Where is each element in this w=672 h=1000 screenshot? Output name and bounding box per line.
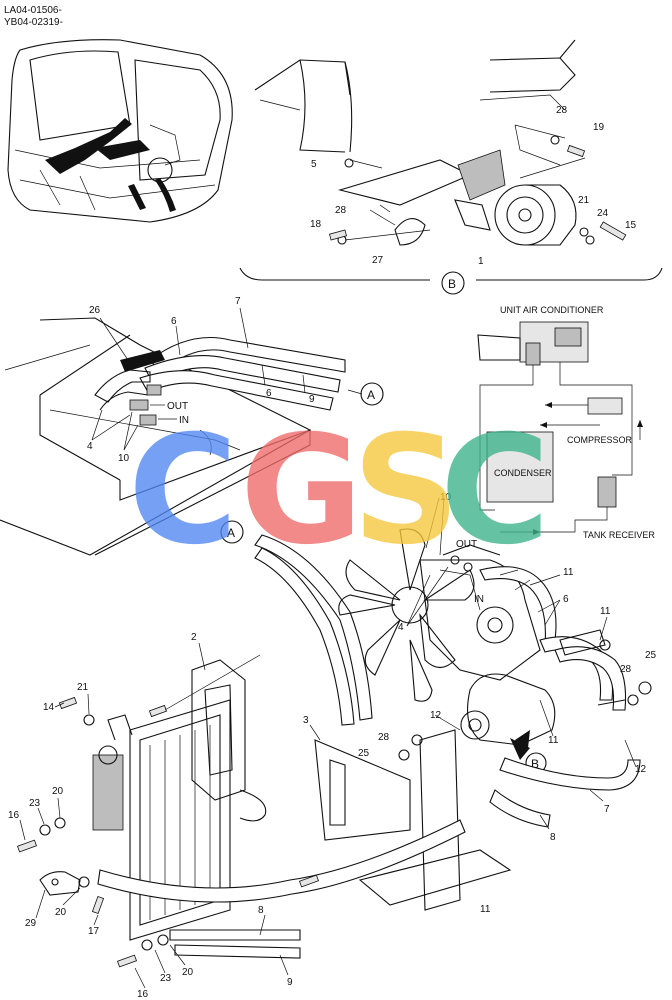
in-label-engine: IN bbox=[474, 594, 484, 605]
callout-25-engine: 25 bbox=[645, 650, 657, 661]
view-b-bracket: B bbox=[239, 267, 663, 295]
callout-6-cab-lower: 6 bbox=[266, 388, 272, 399]
callout-12-engine-a: 12 bbox=[430, 710, 442, 721]
machine-overview-illustration bbox=[7, 39, 233, 223]
callout-14: 14 bbox=[43, 702, 55, 713]
callout-6-engine: 6 bbox=[563, 594, 569, 605]
view-b-label: B bbox=[448, 277, 456, 291]
callout-28-engine-b: 28 bbox=[378, 732, 390, 743]
out-label-cab: OUT bbox=[167, 401, 188, 412]
code-line-1: LA04-01506- bbox=[4, 5, 62, 16]
callout-28-left: 28 bbox=[335, 205, 347, 216]
callout-6-cab: 6 bbox=[171, 316, 177, 327]
callout-4-cab: 4 bbox=[87, 441, 93, 452]
callout-7-engine: 7 bbox=[604, 804, 610, 815]
callout-16-radiator-b: 16 bbox=[137, 989, 149, 1000]
compressor-label: COMPRESSOR bbox=[567, 435, 633, 445]
engine-fan-assembly: A B bbox=[220, 492, 657, 915]
callout-9-radiator: 9 bbox=[287, 977, 293, 988]
callout-11-engine-d: 11 bbox=[480, 904, 491, 915]
callout-1: 1 bbox=[478, 256, 484, 267]
watermark-letter-c2: C bbox=[440, 404, 550, 578]
callout-4-engine: 4 bbox=[398, 622, 404, 633]
condenser-label: CONDENSER bbox=[494, 468, 552, 478]
callout-18: 18 bbox=[310, 219, 322, 230]
callout-19: 19 bbox=[593, 122, 605, 133]
out-label-engine: OUT bbox=[456, 539, 477, 550]
callout-16-radiator-a: 16 bbox=[8, 810, 20, 821]
callout-29: 29 bbox=[25, 918, 37, 929]
view-a-label-engine: A bbox=[227, 526, 235, 540]
view-b-label-engine: B bbox=[531, 757, 539, 771]
unit-air-conditioner-label: UNIT AIR CONDITIONER bbox=[500, 305, 604, 315]
cgsc-watermark: C G S C bbox=[128, 404, 550, 578]
code-line-2: YB04-02319- bbox=[4, 17, 63, 28]
callout-21-radiator: 21 bbox=[77, 682, 89, 693]
tank-receiver-label: TANK RECEIVER bbox=[583, 530, 655, 540]
cab-hose-routing: 26 6 7 6 9 4 10 OUT IN A bbox=[0, 296, 384, 556]
callout-27: 27 bbox=[372, 255, 384, 266]
callout-23-radiator-b: 23 bbox=[160, 973, 172, 984]
callout-25-engine-b: 25 bbox=[358, 748, 370, 759]
callout-10-cab: 10 bbox=[118, 453, 130, 464]
callout-26: 26 bbox=[89, 305, 101, 316]
watermark-letter-c1: C bbox=[128, 404, 238, 578]
callout-15: 15 bbox=[625, 220, 637, 231]
callout-11-engine-a: 11 bbox=[563, 567, 574, 578]
watermark-letter-g: G bbox=[240, 404, 363, 578]
watermark-letter-s: S bbox=[352, 404, 460, 578]
callout-3: 3 bbox=[303, 715, 309, 726]
callout-28-top: 28 bbox=[556, 105, 568, 116]
callout-24: 24 bbox=[597, 208, 609, 219]
condenser-mounting-assembly: 2 3 21 14 20 23 16 20 29 17 8 9 20 23 16 bbox=[8, 632, 512, 1000]
callout-11-engine-c: 11 bbox=[548, 735, 559, 746]
callout-2: 2 bbox=[191, 632, 197, 643]
callout-20-radiator-c: 20 bbox=[182, 967, 194, 978]
callout-12-engine-b: 12 bbox=[635, 764, 647, 775]
callout-10-engine: 10 bbox=[440, 492, 452, 503]
callout-20-radiator-b: 20 bbox=[55, 907, 67, 918]
refrigerant-schematic: UNIT AIR CONDITIONER COMPRESSOR CONDENSE… bbox=[477, 305, 655, 540]
callout-5: 5 bbox=[311, 159, 317, 170]
callout-11-engine-b: 11 bbox=[600, 606, 611, 617]
callout-21-top: 21 bbox=[578, 195, 590, 206]
callout-8-engine: 8 bbox=[550, 832, 556, 843]
callout-7-cab: 7 bbox=[235, 296, 241, 307]
callout-8-radiator: 8 bbox=[258, 905, 264, 916]
callout-23-radiator-a: 23 bbox=[29, 798, 41, 809]
in-label-cab: IN bbox=[179, 415, 189, 426]
callout-20-radiator-a: 20 bbox=[52, 786, 64, 797]
view-a-label-cab: A bbox=[367, 388, 375, 402]
compressor-mount-detail: 28 19 5 21 24 15 18 28 27 1 bbox=[254, 39, 637, 267]
callout-17: 17 bbox=[88, 926, 100, 937]
callout-28-engine: 28 bbox=[620, 664, 632, 675]
callout-9-cab: 9 bbox=[309, 394, 315, 405]
